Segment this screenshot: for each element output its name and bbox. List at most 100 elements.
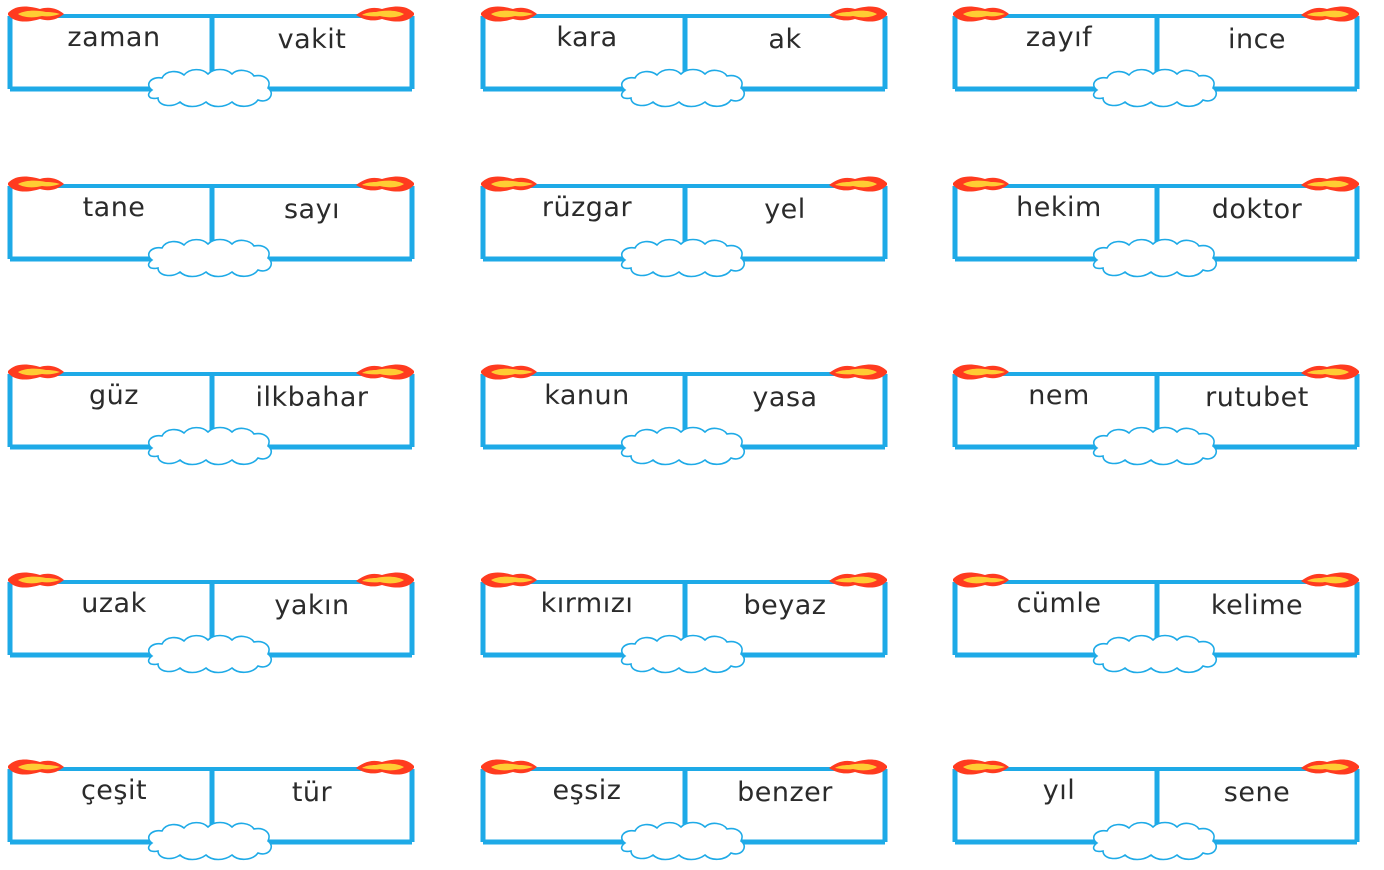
right-word: yel [764, 194, 806, 225]
pair-frame [480, 759, 888, 861]
cloud-shape [620, 238, 746, 278]
flame-arrow-right-icon [481, 176, 537, 192]
flame-arrow-left-icon [829, 6, 887, 22]
pair-frame [480, 176, 888, 278]
cloud-shape [620, 634, 746, 674]
word-pair-card: eşsiz benzer [475, 753, 895, 863]
word-pair-card: çeşit tür [2, 753, 422, 863]
flame-arrow-right-icon [953, 176, 1009, 192]
pair-frame [7, 572, 415, 674]
left-word: hekim [1016, 192, 1102, 223]
flame-arrow-right-icon [953, 759, 1009, 775]
cloud-shape [1092, 68, 1218, 108]
flame-arrow-left-icon [356, 176, 414, 192]
left-word: kanun [544, 380, 630, 411]
pair-frame [952, 364, 1360, 466]
word-pair-card: güz ilkbahar [2, 358, 422, 468]
flame-arrow-left-icon [1301, 364, 1359, 380]
word-pair-card: uzak yakın [2, 566, 422, 676]
pair-frame [7, 176, 415, 278]
left-word: zaman [67, 22, 161, 53]
flame-arrow-left-icon [356, 759, 414, 775]
pair-frame [952, 572, 1360, 674]
right-word: benzer [737, 777, 833, 808]
word-pair-card: cümle kelime [947, 566, 1367, 676]
flame-arrow-right-icon [8, 176, 64, 192]
right-word: rutubet [1205, 382, 1309, 413]
left-word: tane [82, 192, 146, 223]
cloud-shape [620, 426, 746, 466]
pair-frame [952, 6, 1360, 108]
flame-arrow-right-icon [953, 572, 1009, 588]
word-pair-card: zayıf ince [947, 0, 1367, 110]
word-pair-card: hekim doktor [947, 170, 1367, 280]
flame-arrow-right-icon [8, 364, 64, 380]
left-word: eşsiz [552, 775, 622, 806]
flame-arrow-left-icon [1301, 6, 1359, 22]
word-pair-card: kırmızı beyaz [475, 566, 895, 676]
word-pair-card: zaman vakit [2, 0, 422, 110]
left-word: zayıf [1025, 22, 1093, 53]
flame-arrow-right-icon [481, 759, 537, 775]
flame-arrow-left-icon [1301, 572, 1359, 588]
left-word: çeşit [80, 775, 148, 806]
cloud-shape [147, 634, 273, 674]
flame-arrow-right-icon [481, 364, 537, 380]
cloud-shape [147, 238, 273, 278]
word-pair-card: rüzgar yel [475, 170, 895, 280]
word-pair-card: nem rutubet [947, 358, 1367, 468]
right-word: tür [291, 777, 333, 808]
right-word: ince [1227, 24, 1287, 55]
right-word: yasa [752, 382, 818, 413]
word-pair-card: tane sayı [2, 170, 422, 280]
right-word: doktor [1211, 194, 1303, 225]
flame-arrow-left-icon [829, 176, 887, 192]
right-word: beyaz [743, 590, 827, 621]
flame-arrow-left-icon [356, 6, 414, 22]
pair-frame [952, 176, 1360, 278]
right-word: yakın [274, 590, 350, 621]
flame-arrow-left-icon [829, 759, 887, 775]
left-word: nem [1028, 380, 1090, 411]
right-word: ilkbahar [255, 382, 369, 413]
word-pair-card: kara ak [475, 0, 895, 110]
pair-frame [480, 6, 888, 108]
right-word: ak [768, 24, 802, 55]
left-word: rüzgar [541, 192, 633, 223]
pair-frame [480, 364, 888, 466]
cloud-shape [1092, 426, 1218, 466]
flame-arrow-right-icon [953, 364, 1009, 380]
flame-arrow-left-icon [829, 364, 887, 380]
flame-arrow-left-icon [1301, 176, 1359, 192]
left-word: kırmızı [540, 588, 634, 619]
flame-arrow-left-icon [356, 572, 414, 588]
cloud-shape [147, 426, 273, 466]
right-word: vakit [277, 24, 347, 55]
cloud-shape [1092, 238, 1218, 278]
cloud-shape [147, 68, 273, 108]
pair-frame [7, 759, 415, 861]
word-pair-card: yıl sene [947, 753, 1367, 863]
left-word: güz [89, 380, 139, 411]
cloud-shape [147, 821, 273, 861]
left-word: cümle [1016, 588, 1102, 619]
flame-arrow-left-icon [1301, 759, 1359, 775]
left-word: uzak [81, 588, 147, 619]
pair-frame [7, 6, 415, 108]
flame-arrow-left-icon [356, 364, 414, 380]
flame-arrow-right-icon [481, 6, 537, 22]
left-word: kara [556, 22, 618, 53]
flame-arrow-left-icon [829, 572, 887, 588]
pair-frame [952, 759, 1360, 861]
right-word: kelime [1210, 590, 1304, 621]
cloud-shape [1092, 821, 1218, 861]
left-word: yıl [1042, 775, 1076, 806]
flame-arrow-right-icon [8, 759, 64, 775]
right-word: sene [1223, 777, 1291, 808]
pair-frame [7, 364, 415, 466]
cloud-shape [620, 68, 746, 108]
flame-arrow-right-icon [8, 572, 64, 588]
word-pair-card: kanun yasa [475, 358, 895, 468]
right-word: sayı [283, 194, 341, 225]
